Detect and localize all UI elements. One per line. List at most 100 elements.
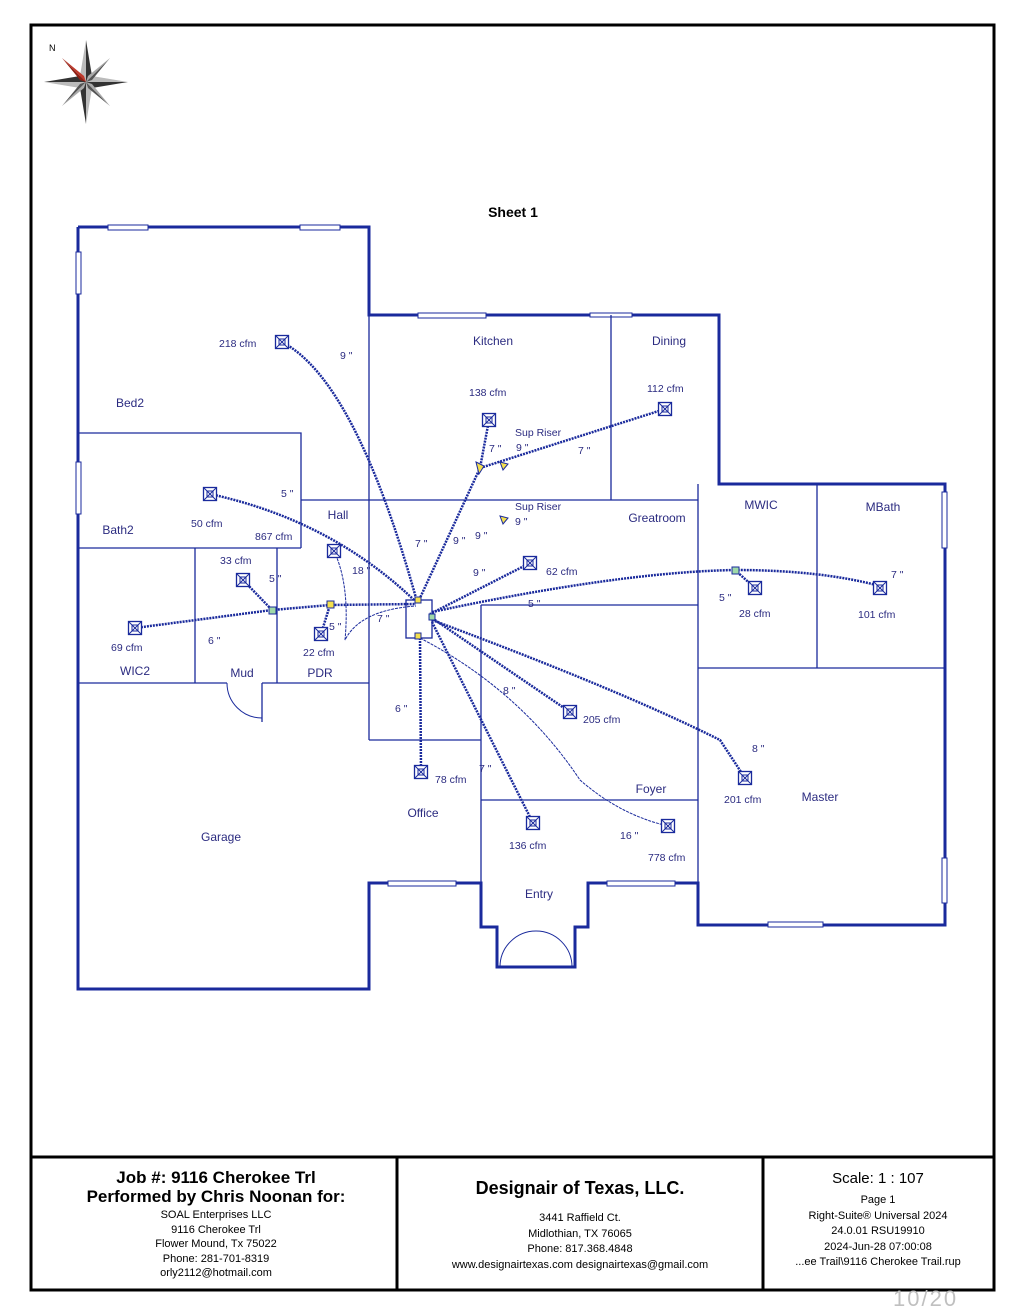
duct-size-label: 9 "	[340, 350, 353, 362]
info-line: ...ee Trail\9116 Cherokee Trail.rup	[795, 1256, 961, 1268]
room-label-pdr: PDR	[307, 666, 333, 680]
cfm-label: 78 cfm	[435, 774, 467, 786]
sheet-title: Sheet 1	[488, 204, 538, 220]
cfm-label: 22 cfm	[303, 647, 335, 659]
cfm-label: 101 cfm	[858, 609, 896, 621]
duct-size-label: 9 "	[516, 442, 529, 454]
register-icon	[127, 620, 143, 636]
duct-size-label: 7 "	[415, 538, 428, 550]
duct-size-label: 5 "	[281, 488, 294, 500]
info-line: 2024-Jun-28 07:00:08	[824, 1240, 932, 1253]
client-line: Flower Mound, Tx 75022	[155, 1238, 277, 1250]
register-icon	[660, 818, 676, 834]
windows	[75, 224, 948, 928]
register-icon	[872, 580, 888, 596]
cfm-label: 201 cfm	[724, 794, 762, 806]
cfm-label: 138 cfm	[469, 387, 507, 399]
room-label-dining: Dining	[652, 334, 686, 348]
duct-size-label: 8 "	[503, 685, 516, 697]
register-icon	[235, 572, 251, 588]
duct-runs	[134, 340, 881, 824]
cfm-label: 28 cfm	[739, 608, 771, 620]
title-block-job: Job #: 9116 Cherokee Trl Performed by Ch…	[36, 1158, 396, 1288]
page-border	[29, 23, 996, 1159]
cfm-label: 778 cfm	[648, 852, 686, 864]
cfm-label: 112 cfm	[647, 383, 684, 395]
register-icon	[326, 543, 342, 559]
register-icon	[657, 401, 673, 417]
room-label-master: Master	[802, 790, 839, 804]
interior-walls	[78, 315, 945, 925]
scale-label: Scale: 1 : 107	[832, 1170, 924, 1187]
duct-size-label: 9 "	[475, 530, 488, 542]
cfm-label: 136 cfm	[509, 840, 547, 852]
register-icon	[525, 815, 541, 831]
room-label-greatroom: Greatroom	[628, 511, 685, 525]
cfm-label: 62 cfm	[546, 566, 578, 578]
room-label-garage: Garage	[201, 830, 241, 844]
cfm-label: 69 cfm	[111, 642, 143, 654]
registers	[127, 334, 888, 834]
north-label: N	[49, 43, 56, 53]
register-icon	[481, 412, 497, 428]
client-line: 9116 Cherokee Trl	[171, 1223, 261, 1236]
duct-size-label: 6 "	[395, 703, 408, 715]
page-stamp: 10/20	[893, 1286, 959, 1311]
company-line: 3441 Raffield Ct.	[539, 1212, 621, 1224]
duct-size-label: 7 "	[489, 443, 502, 455]
room-label-foyer: Foyer	[636, 782, 667, 796]
title-block-border	[29, 1155, 996, 1292]
register-icon	[747, 580, 763, 596]
client-line: SOAL Enterprises LLC	[160, 1209, 272, 1221]
cfm-label: 33 cfm	[220, 555, 252, 567]
register-icon	[737, 770, 753, 786]
cfm-label: 867 cfm	[255, 531, 293, 543]
room-label-entry: Entry	[525, 887, 553, 901]
riser-label: Sup Riser	[515, 427, 562, 439]
room-label-kitchen: Kitchen	[473, 334, 513, 348]
room-label-wic2: WIC2	[120, 664, 150, 678]
company-line: Midlothian, TX 76065	[528, 1227, 632, 1240]
cfm-label: 50 cfm	[191, 518, 223, 530]
register-icon	[274, 334, 290, 350]
room-label-bed2: Bed2	[116, 396, 144, 410]
duct-size-label: 6 "	[208, 635, 221, 647]
duct-size-label: 9 "	[515, 516, 528, 528]
performed-by: Performed by Chris Noonan for:	[86, 1187, 346, 1206]
duct-size-label: 18 "	[352, 565, 371, 577]
room-label-mwic: MWIC	[744, 498, 778, 512]
register-icon	[413, 764, 429, 780]
title-block-company: Designair of Texas, LLC. 3441 Raffield C…	[398, 1158, 762, 1288]
register-icon	[522, 555, 538, 571]
client-line: orly2112@hotmail.com	[160, 1267, 272, 1279]
risers	[268, 461, 740, 640]
duct-size-label: 9 "	[473, 567, 486, 579]
cfm-label: 205 cfm	[583, 714, 621, 726]
doors	[226, 682, 573, 968]
duct-runs-thin	[333, 550, 669, 827]
company-name: Designair of Texas, LLC.	[475, 1178, 685, 1198]
duct-size-label: 7 "	[479, 763, 492, 775]
job-number: Job #: 9116 Cherokee Trl	[116, 1168, 316, 1187]
company-line: www.designairtexas.com designairtexas@gm…	[451, 1258, 709, 1271]
info-line: 24.0.01 RSU19910	[831, 1225, 925, 1237]
duct-size-label: 5 "	[719, 592, 732, 604]
duct-size-label: 7 "	[578, 445, 591, 457]
north-compass-icon	[44, 40, 128, 124]
duct-size-label: 5 "	[269, 573, 282, 585]
duct-size-label: 16 "	[620, 830, 639, 842]
info-line: Page 1	[860, 1194, 896, 1206]
riser-label: Sup Riser	[515, 501, 562, 513]
register-icon	[313, 626, 329, 642]
room-label-mbath: MBath	[866, 500, 901, 514]
room-label-office: Office	[407, 806, 438, 820]
duct-size-label: 7 "	[891, 569, 904, 581]
duct-size-label: 5 "	[329, 621, 342, 633]
register-icon	[202, 486, 218, 502]
company-line: Phone: 817.368.4848	[527, 1243, 633, 1255]
duct-size-label: 9 "	[453, 535, 466, 547]
client-line: Phone: 281-701-8319	[162, 1252, 270, 1265]
duct-size-label: 5 "	[528, 598, 541, 610]
title-block-info: Scale: 1 : 107 Page 1 Right-Suite® Unive…	[764, 1158, 992, 1288]
